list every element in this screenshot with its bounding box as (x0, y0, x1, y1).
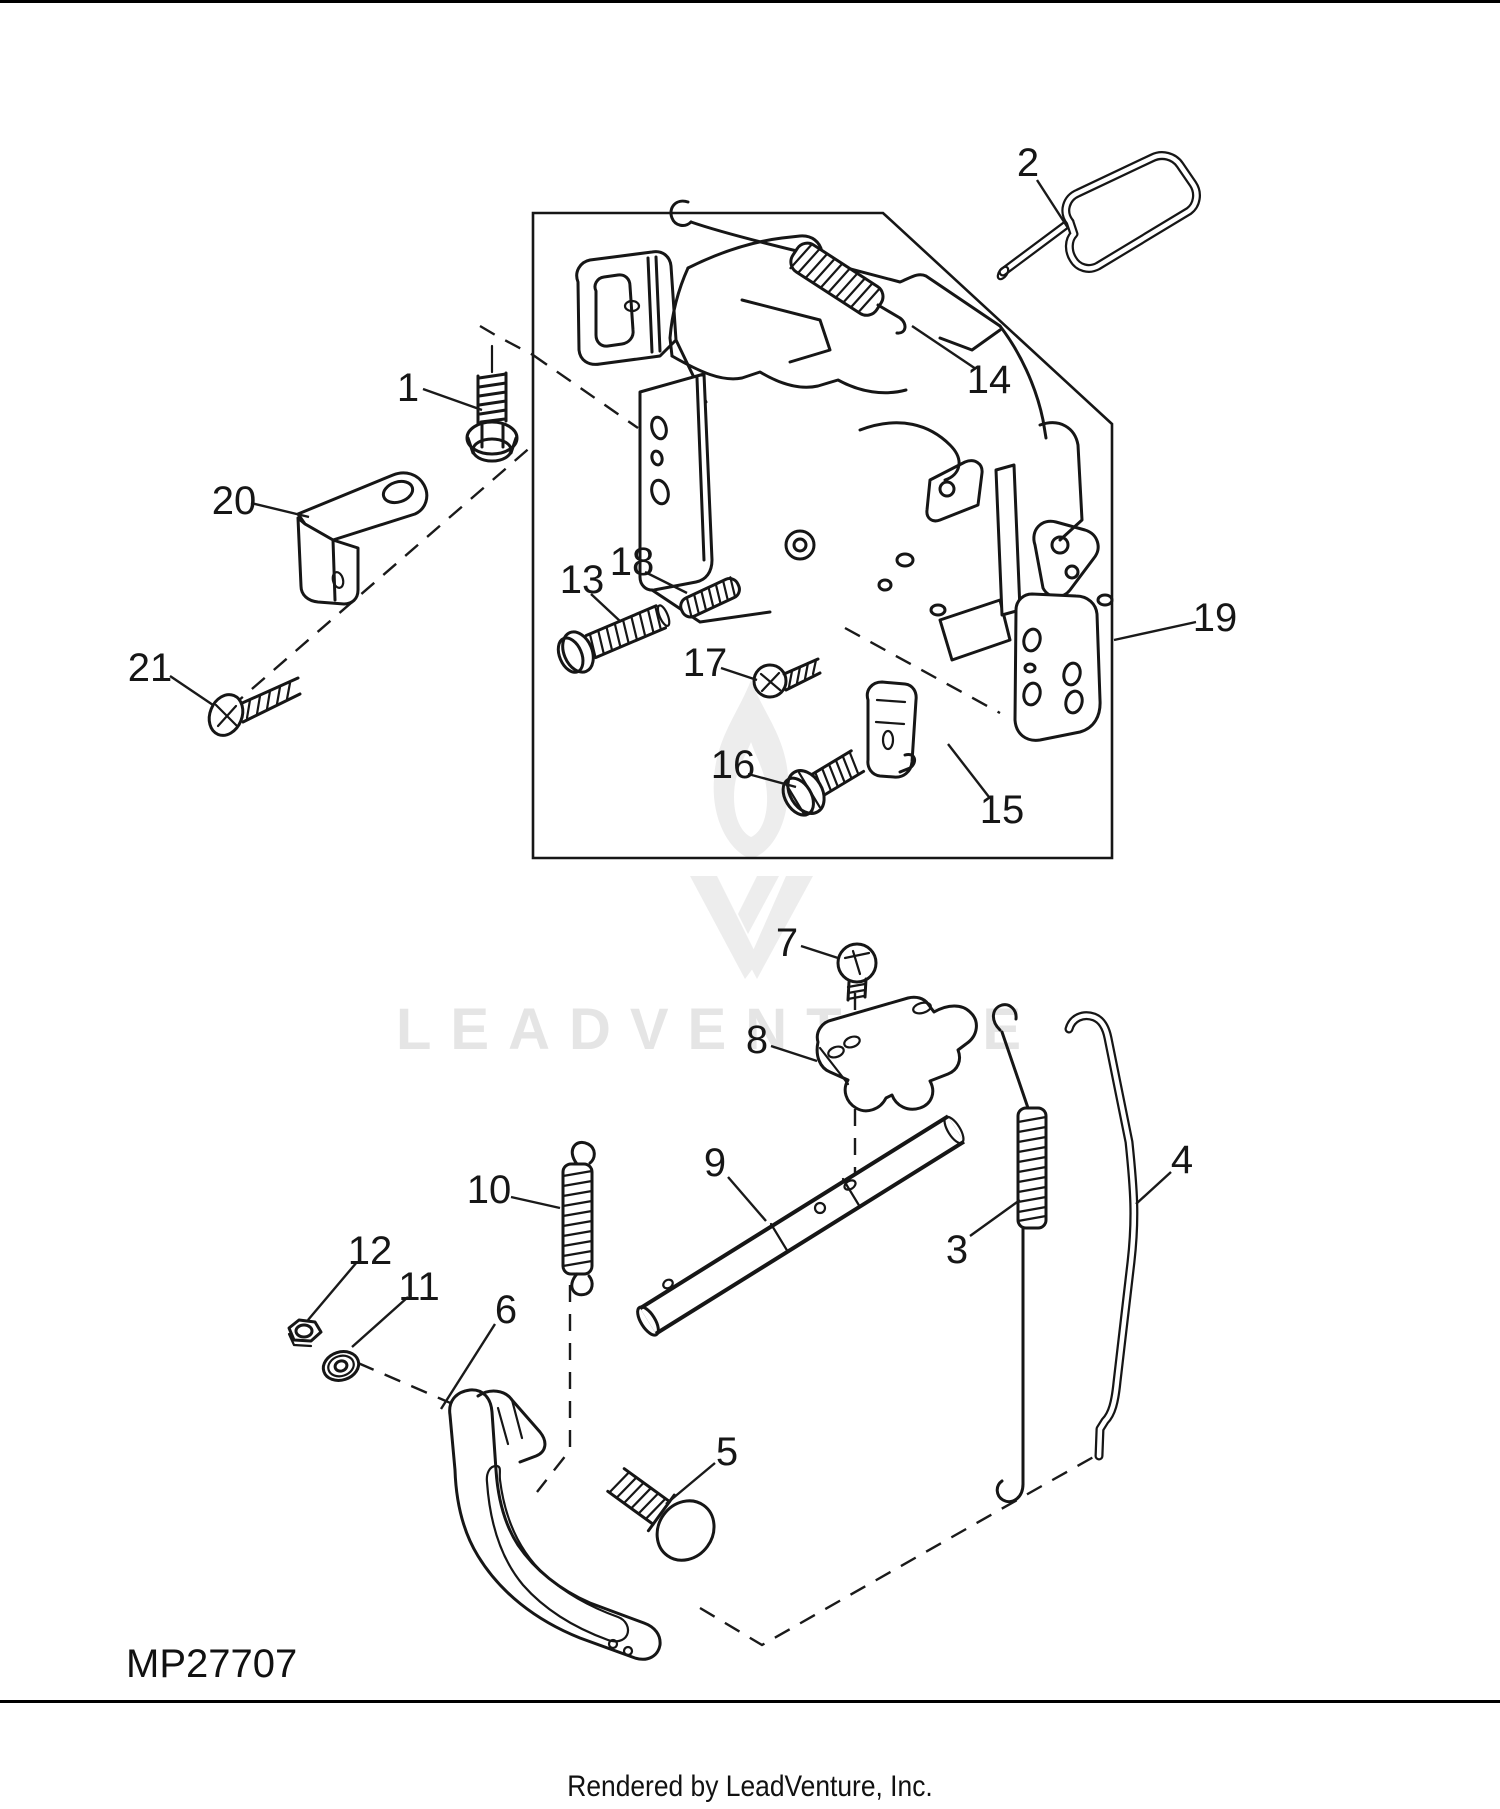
callout-19: 19 (1193, 596, 1238, 640)
callout-3-leader (969, 1199, 1021, 1237)
part-21-screw (207, 676, 302, 737)
callout-4-leader (1135, 1171, 1172, 1205)
part-19-bracket (994, 463, 1102, 742)
footer-credit: Rendered by LeadVenture, Inc. (567, 1770, 933, 1803)
control-plate-assembly (575, 234, 1114, 662)
part-6-lever (448, 1388, 662, 1661)
callout-21: 21 (128, 646, 173, 690)
leadventure-v-icon (690, 876, 813, 979)
callout-10-leader (510, 1195, 561, 1210)
part-1-screw (465, 344, 519, 463)
part-5-bolt (606, 1467, 716, 1562)
callout-1-leader (422, 387, 483, 412)
part-2-wire-loop (996, 151, 1201, 281)
callout-17-leader (720, 666, 758, 682)
top-border (0, 0, 1500, 3)
callout-21-leader (169, 675, 214, 706)
callout-11-leader (351, 1296, 409, 1348)
callout-6: 6 (495, 1288, 517, 1332)
callout-18: 18 (610, 540, 655, 584)
callout-13: 13 (560, 558, 605, 602)
callout-3: 3 (946, 1228, 968, 1272)
callout-15: 15 (980, 788, 1025, 832)
diagram-code: MP27707 (126, 1642, 298, 1686)
callout-7: 7 (776, 921, 798, 965)
callout-10: 10 (467, 1168, 512, 1212)
callout-9: 9 (704, 1141, 726, 1185)
part-13-bolt (556, 604, 671, 674)
callout-11: 11 (398, 1265, 440, 1309)
callout-16: 16 (711, 743, 756, 787)
part-18-spring-pin (679, 576, 741, 619)
callout-7-leader (800, 944, 839, 960)
callout-1: 1 (397, 366, 419, 410)
part-3-spring (992, 1003, 1048, 1504)
part-16-bolt (781, 749, 866, 817)
callout-20-leader (250, 501, 310, 519)
part-11-washer (321, 1350, 361, 1382)
callout-18-leader (644, 570, 688, 595)
callout-8-leader (770, 1044, 818, 1063)
callout-14-leader (911, 325, 977, 370)
part-12-nut (287, 1318, 323, 1348)
part-7-screw (836, 942, 878, 1002)
callout-13-leader (590, 593, 622, 623)
callout-12: 12 (348, 1229, 393, 1273)
part-10-spring (561, 1141, 596, 1297)
callout-12-leader (307, 1261, 358, 1321)
callout-2: 2 (1017, 141, 1039, 185)
callout-6-leader (439, 1323, 497, 1410)
part-4-rod (1064, 1011, 1139, 1461)
part-8-plate (815, 995, 978, 1113)
part-15-clip (865, 680, 918, 779)
leadventure-flame-icon (713, 680, 789, 859)
part-17-screw (752, 657, 822, 699)
detail-box-outline (531, 211, 1114, 860)
callout-5: 5 (716, 1430, 738, 1474)
part-14-spring (669, 199, 907, 335)
image-bottom-border (0, 1700, 1500, 1703)
callout-8: 8 (746, 1018, 768, 1062)
callout-4: 4 (1171, 1138, 1193, 1182)
callout-19-leader (1113, 620, 1197, 642)
callout-14: 14 (967, 358, 1012, 402)
callout-2-leader (1035, 179, 1070, 229)
callout-9-leader (727, 1176, 767, 1222)
part-9-shaft (636, 1114, 965, 1337)
callout-20: 20 (212, 479, 257, 523)
callout-5-leader (665, 1462, 716, 1505)
callout-15-leader (947, 743, 990, 798)
part-20-angle-bracket (296, 471, 429, 606)
callout-17: 17 (683, 641, 728, 685)
callout-16-leader (747, 772, 797, 789)
